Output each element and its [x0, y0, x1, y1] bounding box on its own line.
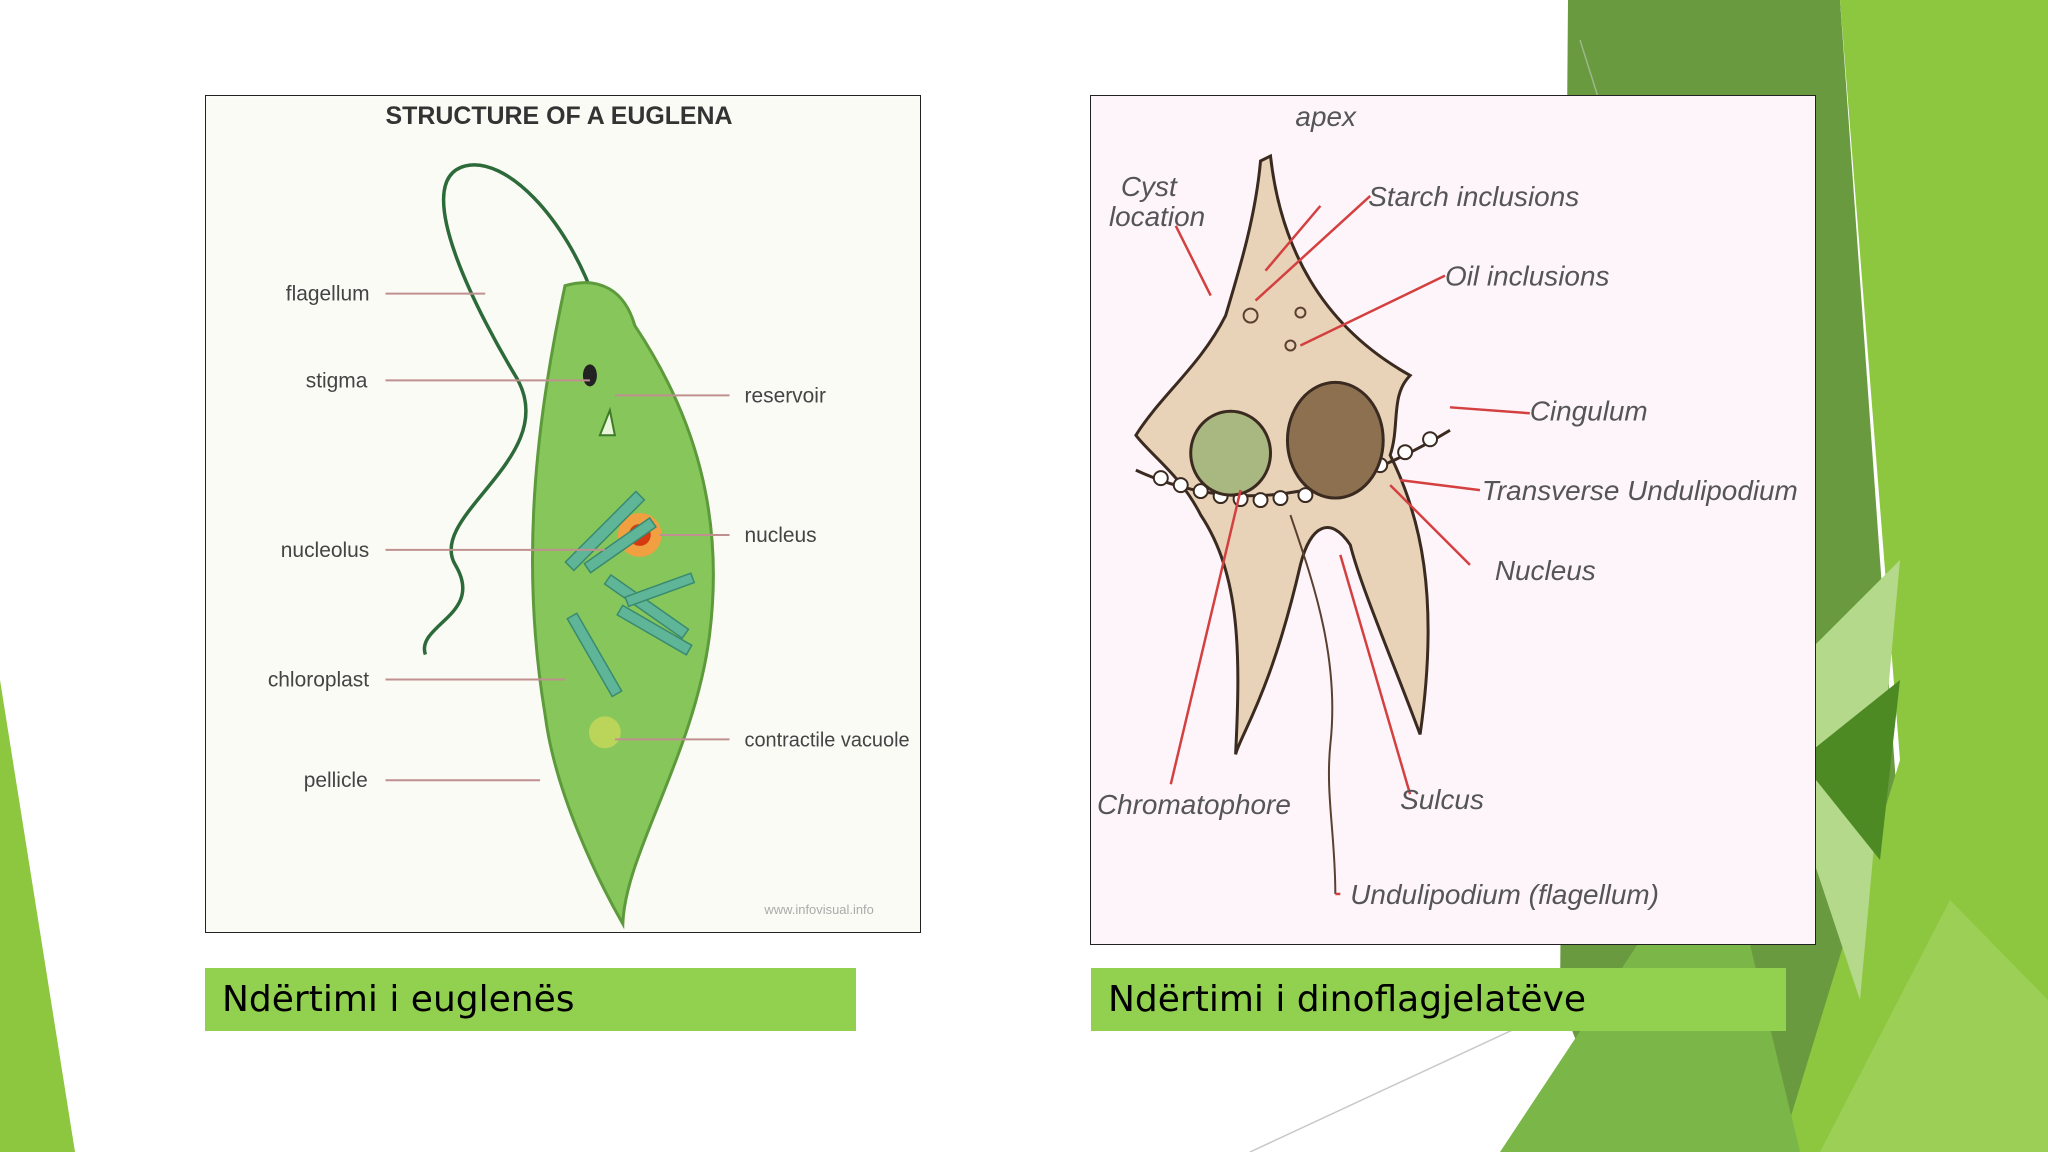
- dinoflagellate-body: [1134, 153, 1430, 755]
- label-undulipodium-flagellum: Undulipodium (flagellum): [1350, 879, 1659, 910]
- label-reservoir: reservoir: [744, 384, 825, 407]
- stigma-spot: [582, 364, 597, 387]
- starch-inclusion: [1242, 307, 1259, 324]
- starch-inclusion-2: [1294, 306, 1307, 319]
- right-shape-mid: [1780, 0, 2048, 1152]
- dinoflagellate-diagram: apex Cyst location Starch inclusions Oil…: [1090, 95, 1816, 945]
- euglena-illustration: STRUCTURE OF A EUGLENA: [206, 96, 920, 932]
- flagellum-strand: [422, 163, 597, 656]
- chromatophore-shape: [1189, 409, 1272, 497]
- oil-inclusion: [1284, 339, 1297, 352]
- label-nucleus: Nucleus: [1495, 555, 1596, 586]
- label-apex: apex: [1295, 101, 1357, 132]
- label-cyst-location-2: location: [1109, 201, 1205, 232]
- label-pellicle: pellicle: [304, 769, 368, 792]
- label-nucleolus: nucleolus: [281, 539, 369, 562]
- reservoir-shape: [598, 406, 617, 437]
- label-flagellum: flagellum: [286, 283, 370, 306]
- euglena-body: [530, 281, 715, 930]
- left-green-shape: [0, 680, 75, 1152]
- label-transverse-undulipodium: Transverse Undulipodium: [1482, 475, 1798, 506]
- euglena-diagram: STRUCTURE OF A EUGLENA: [205, 95, 921, 933]
- caption-dinoflagellate: Ndërtimi i dinoflagjelatëve: [1091, 968, 1786, 1031]
- caption-euglena: Ndërtimi i euglenës: [205, 968, 856, 1031]
- label-nucleus: nucleus: [744, 524, 816, 547]
- undulipodium-flagellum: [1289, 514, 1337, 894]
- watermark: www.infovisual.info: [763, 902, 873, 917]
- label-oil-inclusions: Oil inclusions: [1445, 261, 1609, 292]
- label-chloroplast: chloroplast: [268, 669, 369, 692]
- dino-leader-lines: [1169, 194, 1530, 896]
- label-chromatophore: Chromatophore: [1097, 789, 1291, 820]
- dinoflagellate-illustration: apex Cyst location Starch inclusions Oil…: [1091, 96, 1815, 944]
- right-shape-deep: [1800, 680, 1900, 860]
- label-stigma: stigma: [306, 369, 368, 392]
- label-contractile-vacuole: contractile vacuole: [744, 729, 909, 751]
- euglena-leader-lines: [385, 292, 730, 782]
- label-sulcus: Sulcus: [1400, 784, 1484, 815]
- label-cyst-location-1: Cyst: [1121, 171, 1178, 202]
- label-cingulum: Cingulum: [1530, 395, 1648, 426]
- contractile-vacuole-shape: [588, 716, 621, 749]
- nucleus-shape: [1285, 380, 1385, 500]
- label-starch-inclusions: Starch inclusions: [1368, 181, 1579, 212]
- euglena-title: STRUCTURE OF A EUGLENA: [385, 102, 732, 130]
- right-shape-bottom: [1820, 900, 2048, 1152]
